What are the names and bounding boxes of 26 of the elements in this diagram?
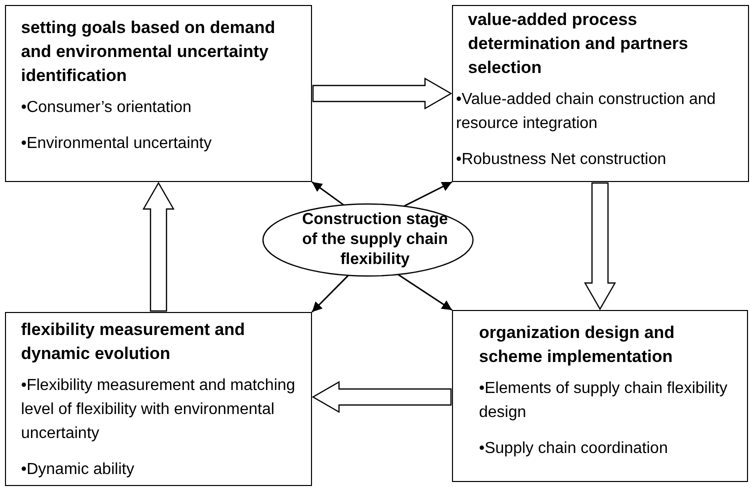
bullet-item: •Supply chain coordination xyxy=(479,439,669,459)
bullet-item: •Dynamic ability xyxy=(21,460,136,480)
bullet-item: •Flexibility measurement and matching level of flexibility with environmental uncertainty xyxy=(21,376,296,444)
bullet-item: •Elements of supply chain flexibility design xyxy=(479,379,728,423)
stage-box xyxy=(5,312,312,486)
arrow xyxy=(402,181,452,208)
bullet-item: •Robustness Net construction xyxy=(456,150,668,170)
bullet-item: •Consumer’s orientation xyxy=(21,98,192,118)
stage-title: Construction stage of the supply chain flexibility xyxy=(301,210,449,270)
stage-box xyxy=(5,5,312,182)
box-title: setting goals based on demand and environmental uncertainty identification xyxy=(21,17,276,87)
bullet-item: •Value-added chain construction and resource integration xyxy=(456,90,717,134)
block-arrow xyxy=(584,182,616,310)
block-arrow xyxy=(312,77,452,110)
bullet-item: •Environmental uncertainty xyxy=(21,134,213,154)
box-title: organization design and scheme implementation xyxy=(479,322,676,368)
box-title: value-added process determination and partners selection xyxy=(467,9,690,79)
stage-ellipse xyxy=(262,203,474,277)
box-title: flexibility measurement and dynamic evolution xyxy=(21,319,246,365)
arrow xyxy=(311,275,349,313)
block-arrow xyxy=(312,380,452,414)
stage-box xyxy=(452,5,749,182)
arrow xyxy=(397,274,452,311)
arrow xyxy=(312,181,344,206)
stage-box xyxy=(452,310,748,482)
block-arrow xyxy=(142,182,175,312)
